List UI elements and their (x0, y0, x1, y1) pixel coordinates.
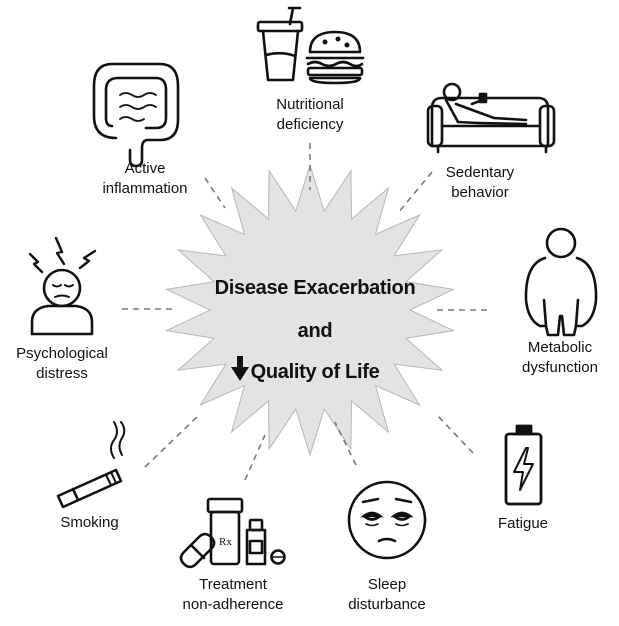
label-psychological-distress: Psychological distress (2, 344, 122, 384)
label-line-1: Sleep (367, 576, 407, 593)
label-line-2: distress (36, 365, 88, 382)
label-line-1: Metabolic (527, 339, 593, 356)
center-title-line-2: and (297, 320, 333, 342)
label-line-1: Active (124, 160, 166, 177)
connector-fatigue (436, 414, 474, 454)
cigarette-icon (56, 421, 126, 509)
down-arrow-icon (231, 356, 249, 381)
label-line-1: Treatment (199, 576, 267, 593)
connector-smoking (144, 415, 199, 468)
label-nutritional-deficiency: Nutritional deficiency (250, 95, 370, 135)
pills-bottle-icon: Rx (179, 497, 286, 569)
soda-and-burger-icon (256, 6, 365, 85)
stressed-person-icon (28, 236, 97, 336)
label-treatment-non-adherence: Treatment non-adherence (168, 575, 298, 615)
connector-lines (122, 143, 487, 481)
connector-inflammation (204, 177, 226, 209)
center-title-line-1: Disease Exacerbation (214, 277, 416, 299)
low-battery-icon (504, 424, 543, 506)
label-line-2: deficiency (276, 116, 344, 133)
connector-sedentary (397, 171, 433, 214)
label-line-1: Psychological (16, 345, 108, 362)
label-line-1: Sedentary (445, 164, 515, 181)
label-active-inflammation: Active inflammation (85, 159, 205, 199)
label-line-1: Fatigue (497, 515, 549, 532)
label-line-2: dysfunction (522, 359, 598, 376)
label-fatigue: Fatigue (478, 514, 568, 534)
center-title-line-3: Quality of Life (250, 361, 380, 383)
label-smoking: Smoking (42, 513, 137, 533)
label-line-1: Smoking (60, 514, 119, 531)
connector-treatment (244, 434, 266, 481)
person-on-couch-icon (426, 82, 556, 154)
connector-sleep (334, 421, 357, 466)
label-line-2: non-adherence (182, 596, 284, 613)
label-metabolic-dysfunction: Metabolic dysfunction (505, 338, 615, 378)
label-line-2: inflammation (102, 180, 188, 197)
label-line-1: Nutritional (276, 96, 344, 113)
label-sleep-disturbance: Sleep disturbance (327, 575, 447, 615)
label-line-2: behavior (451, 184, 509, 201)
label-line-2: disturbance (348, 596, 426, 613)
tired-face-icon (347, 480, 427, 560)
central-starburst (164, 163, 456, 457)
rx-label: Rx (219, 536, 232, 548)
label-sedentary-behavior: Sedentary behavior (420, 163, 540, 203)
inflamed-intestine-icon (92, 62, 180, 168)
obese-figure-icon (524, 227, 598, 337)
